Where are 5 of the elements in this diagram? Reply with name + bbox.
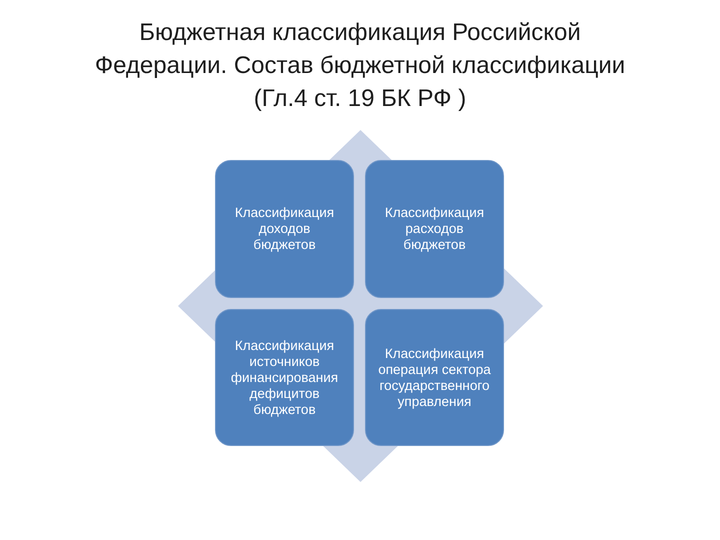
category-label: Классификация расходов бюджетов [384,205,486,253]
category-label: Классификация доходов бюджетов [234,205,336,253]
slide-title: Бюджетная классификация Российской Федерации. Состав бюджетной классификации (Гл.4 ст. 19 БК РФ ) [94,18,626,114]
category-label: Классификация источников финансирования дефицитов бюджетов [230,338,340,418]
category-label: Классификация операция сектора государственного управления [377,346,492,410]
